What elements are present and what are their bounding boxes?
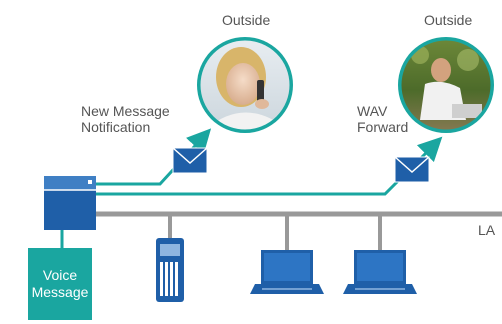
voice-message-line-1: Voice xyxy=(42,267,78,283)
voice-message-line-2: Message xyxy=(31,284,89,300)
wav-forward-path xyxy=(96,136,443,196)
laptop-icon xyxy=(343,250,417,294)
lan-label: LA xyxy=(478,222,496,238)
envelope-icon xyxy=(172,147,208,174)
envelope-icon xyxy=(394,156,430,183)
lan-bus xyxy=(96,211,502,250)
voice-mail-server-icon xyxy=(44,176,96,230)
wav-line-2: Forward xyxy=(357,119,409,135)
new-message-notification-label: New Message Notification xyxy=(81,103,170,135)
wav-forward-label: WAV Forward xyxy=(357,103,408,135)
person-on-phone-photo xyxy=(197,37,293,133)
person-with-laptop-photo xyxy=(398,37,494,133)
outside-left-label: Outside xyxy=(222,12,271,28)
notification-line-1: New Message xyxy=(81,103,170,119)
wav-line-1: WAV xyxy=(357,103,388,119)
voice-message-box: Voice Message xyxy=(28,248,92,320)
outside-right-label: Outside xyxy=(424,12,473,28)
ip-phone-icon xyxy=(156,238,184,302)
notification-line-2: Notification xyxy=(81,119,151,135)
laptop-icon xyxy=(250,250,324,294)
